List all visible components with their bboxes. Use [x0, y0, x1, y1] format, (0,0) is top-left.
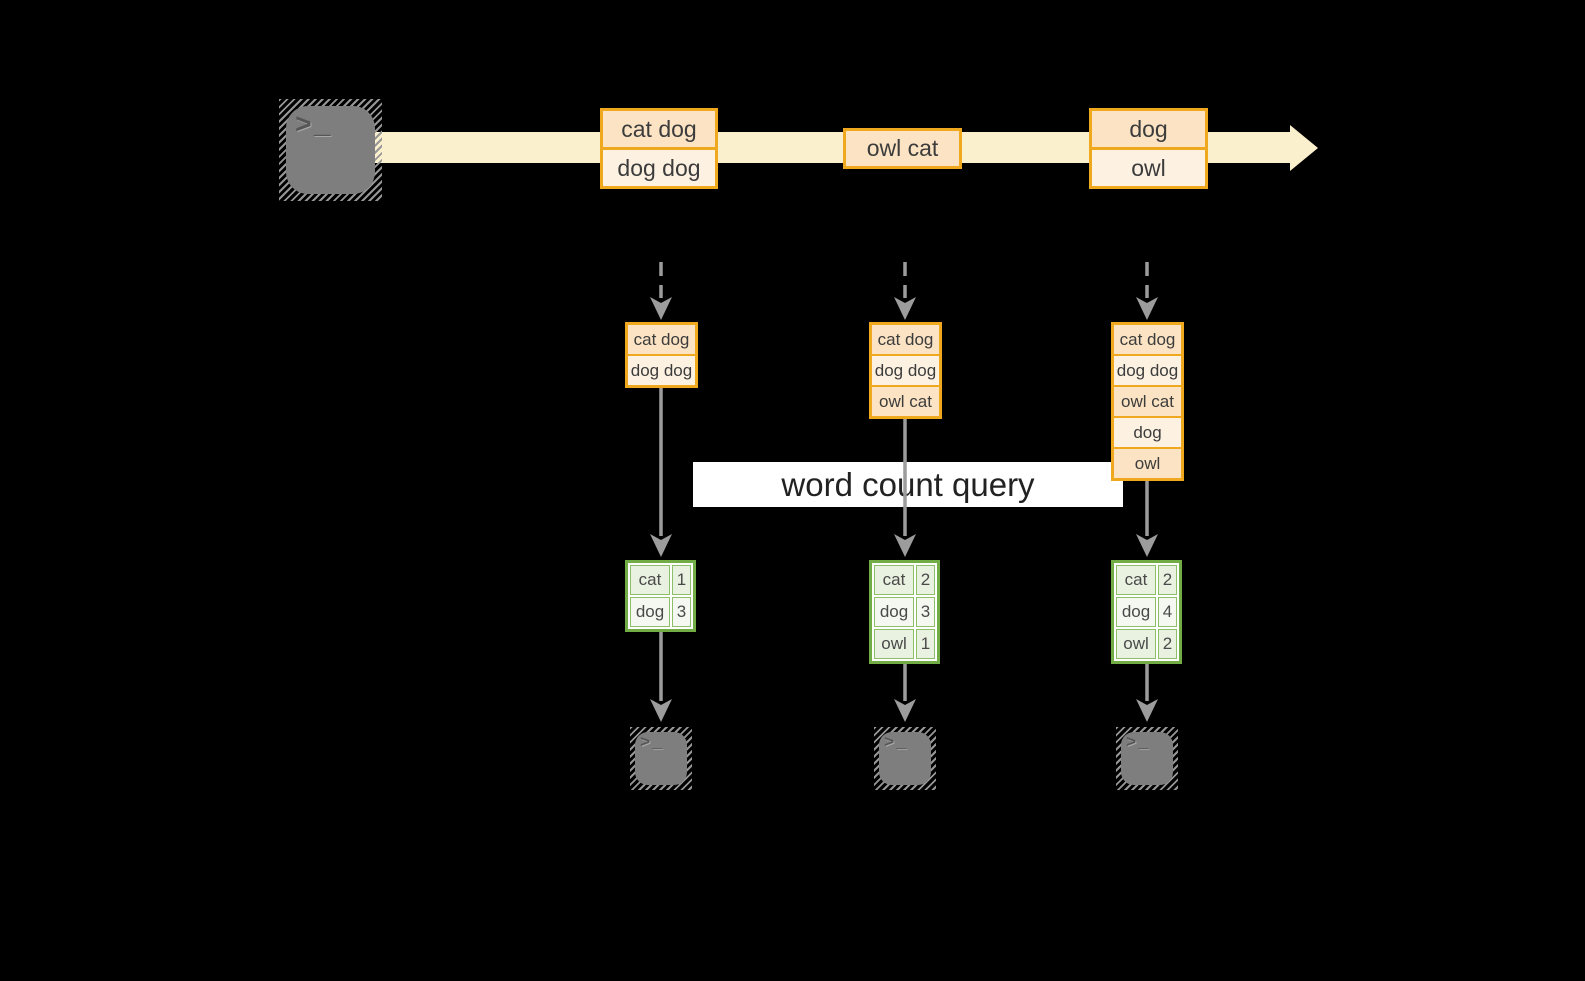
terminal-output-icon-2: >_ — [874, 727, 936, 790]
stream-event-line: dog dog — [603, 147, 715, 186]
buffer-stack-3: cat dog dog dog owl cat dog owl — [1111, 322, 1184, 481]
buffer-record: cat dog — [872, 325, 939, 354]
count-value: 1 — [672, 565, 691, 595]
stream-event-box-2: owl cat — [843, 128, 962, 169]
stream-event-line: dog — [1092, 111, 1205, 147]
count-word: dog — [1116, 597, 1156, 627]
count-value: 2 — [916, 565, 935, 595]
terminal-prompt-icon: >_ — [1126, 734, 1151, 753]
stream-event-line: owl cat — [846, 131, 959, 166]
count-value: 2 — [1158, 629, 1177, 659]
count-word: owl — [874, 629, 914, 659]
count-value: 2 — [1158, 565, 1177, 595]
count-value: 4 — [1158, 597, 1177, 627]
buffer-stack-2: cat dog dog dog owl cat — [869, 322, 942, 419]
stream-event-line: owl — [1092, 147, 1205, 186]
count-table-2: cat 2 dog 3 owl 1 — [869, 560, 940, 664]
terminal-source-icon: >_ — [279, 99, 382, 201]
query-arrowhead-1 — [650, 534, 672, 557]
stream-event-box-3: dog owl — [1089, 108, 1208, 189]
terminal-prompt-icon: >_ — [884, 734, 909, 753]
buffer-record: dog — [1114, 416, 1181, 447]
buffer-record: dog dog — [628, 354, 695, 385]
stream-event-box-1: cat dog dog dog — [600, 108, 718, 189]
buffer-record: cat dog — [1114, 325, 1181, 354]
count-word: cat — [1116, 565, 1156, 595]
count-word: cat — [874, 565, 914, 595]
buffer-stack-1: cat dog dog dog — [625, 322, 698, 388]
terminal-prompt-icon: >_ — [295, 111, 333, 142]
query-arrowhead-2 — [894, 534, 916, 557]
query-label: word count query — [693, 462, 1123, 507]
output-arrowhead-2 — [894, 699, 916, 722]
count-value: 3 — [672, 597, 691, 627]
count-word: owl — [1116, 629, 1156, 659]
count-table-1: cat 1 dog 3 — [625, 560, 696, 632]
query-arrowhead-3 — [1136, 534, 1158, 557]
count-value: 1 — [916, 629, 935, 659]
output-arrowhead-1 — [650, 699, 672, 722]
buffer-record: owl cat — [872, 385, 939, 416]
terminal-source-body — [286, 106, 375, 194]
output-arrowhead-3 — [1136, 699, 1158, 722]
terminal-output-icon-3: >_ — [1116, 727, 1178, 790]
dashed-arrows — [650, 262, 1158, 320]
buffer-record: owl cat — [1114, 385, 1181, 416]
terminal-output-body — [1121, 732, 1173, 785]
dashed-arrowhead-2 — [894, 297, 916, 320]
terminal-output-body — [879, 732, 931, 785]
terminal-output-icon-1: >_ — [630, 727, 692, 790]
buffer-record: cat dog — [628, 325, 695, 354]
buffer-record: owl — [1114, 447, 1181, 478]
count-word: dog — [874, 597, 914, 627]
dashed-arrowhead-1 — [650, 297, 672, 320]
count-word: cat — [630, 565, 670, 595]
terminal-prompt-icon: >_ — [640, 734, 665, 753]
stream-event-line: cat dog — [603, 111, 715, 147]
terminal-output-body — [635, 732, 687, 785]
buffer-record: dog dog — [1114, 354, 1181, 385]
count-table-3: cat 2 dog 4 owl 2 — [1111, 560, 1182, 664]
buffer-record: dog dog — [872, 354, 939, 385]
dashed-arrowhead-3 — [1136, 297, 1158, 320]
count-word: dog — [630, 597, 670, 627]
count-value: 3 — [916, 597, 935, 627]
